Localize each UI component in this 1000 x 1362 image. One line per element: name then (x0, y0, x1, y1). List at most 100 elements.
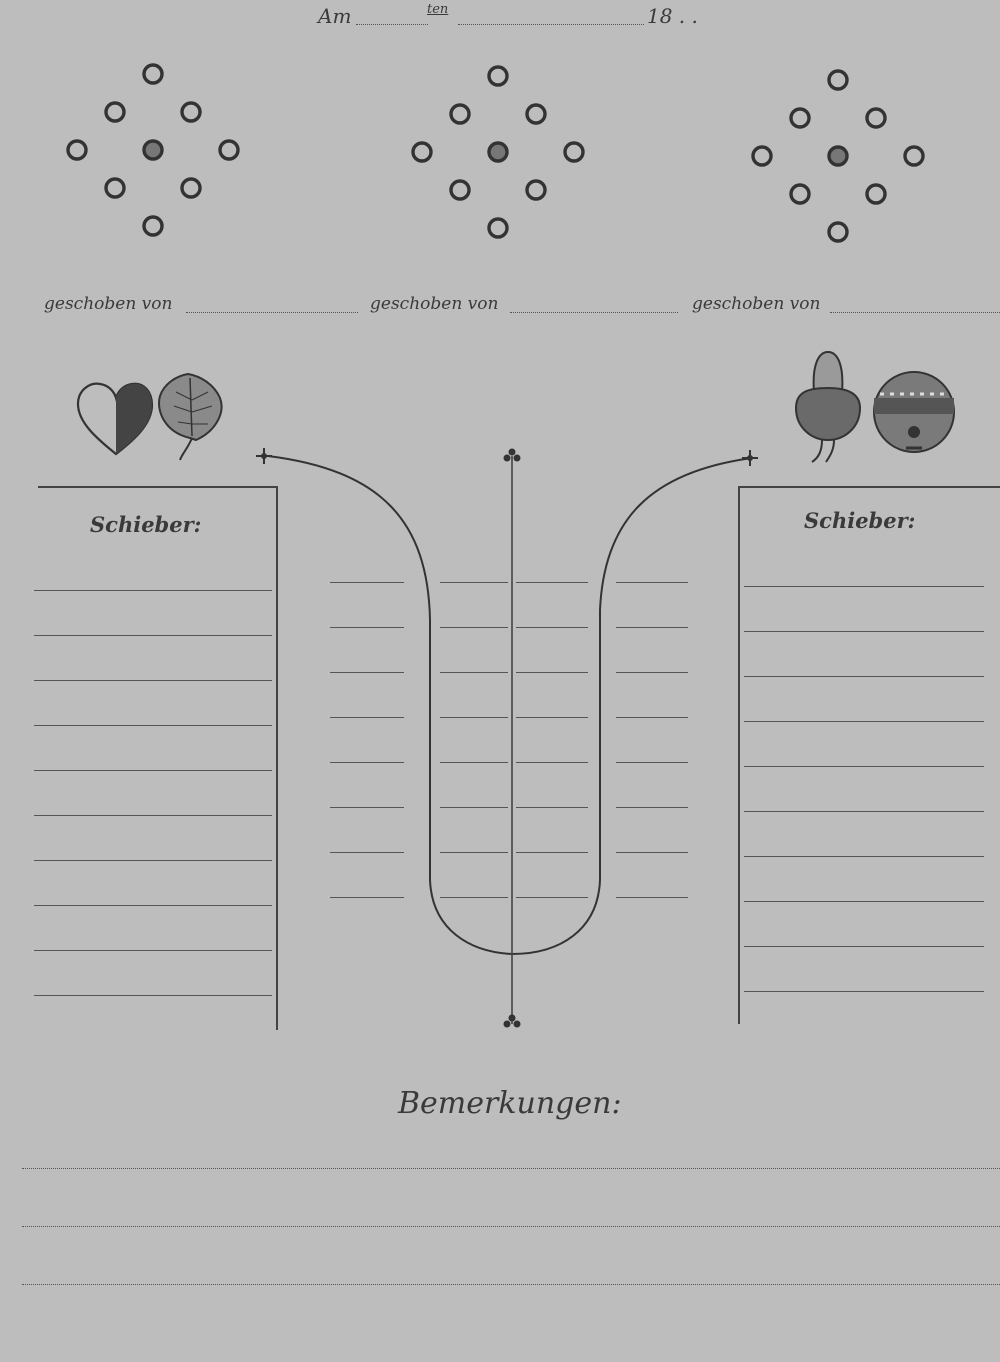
right-score-line[interactable] (744, 676, 984, 677)
center-inner-left-score-line[interactable] (440, 807, 508, 808)
top-left-arrow-icon (256, 448, 272, 464)
date-year-label: 18 . . (647, 4, 698, 28)
pin-circle-icon[interactable] (827, 145, 849, 167)
pin-circle-icon[interactable] (751, 145, 773, 167)
left-score-line[interactable] (34, 770, 272, 771)
left-score-line[interactable] (34, 725, 272, 726)
pin-circle-icon[interactable] (449, 179, 471, 201)
right-score-line[interactable] (744, 631, 984, 632)
pin-circle-icon[interactable] (449, 103, 471, 125)
left-score-line[interactable] (34, 635, 272, 636)
pin-circle-icon[interactable] (525, 103, 547, 125)
center-right-score-line[interactable] (616, 852, 688, 853)
pin-circle-icon[interactable] (104, 177, 126, 199)
pin-circle-icon[interactable] (487, 141, 509, 163)
right-score-line[interactable] (744, 766, 984, 767)
right-column-top-rule (740, 486, 1000, 488)
center-inner-left-score-line[interactable] (440, 762, 508, 763)
center-left-score-line[interactable] (330, 717, 404, 718)
pin-circle-icon[interactable] (865, 107, 887, 129)
right-score-line[interactable] (744, 991, 984, 992)
pin-circle-icon[interactable] (525, 179, 547, 201)
left-score-line[interactable] (34, 950, 272, 951)
pin-circle-icon[interactable] (563, 141, 585, 163)
center-right-score-line[interactable] (616, 807, 688, 808)
center-inner-right-score-line[interactable] (516, 762, 588, 763)
left-score-line[interactable] (34, 590, 272, 591)
remarks-line-2[interactable] (22, 1226, 1000, 1227)
pin-circle-icon[interactable] (104, 101, 126, 123)
center-left-score-line[interactable] (330, 897, 404, 898)
center-inner-right-score-line[interactable] (516, 852, 588, 853)
right-score-line[interactable] (744, 901, 984, 902)
pin-circle-icon[interactable] (180, 177, 202, 199)
center-right-score-line[interactable] (616, 717, 688, 718)
center-left-score-line[interactable] (330, 582, 404, 583)
pin-circle-icon[interactable] (142, 63, 164, 85)
pin-circle-icon[interactable] (487, 217, 509, 239)
pins-caption-1: geschoben von (44, 294, 173, 314)
pin-circle-icon[interactable] (180, 101, 202, 123)
pins-field-2[interactable] (510, 312, 678, 313)
remarks-line-3[interactable] (22, 1284, 1000, 1285)
left-column-top-rule (38, 486, 278, 488)
center-inner-right-score-line[interactable] (516, 897, 588, 898)
left-column-divider (276, 486, 278, 1030)
leaf-suit-icon (158, 372, 223, 461)
remarks-title: Bemerkungen: (398, 1086, 622, 1121)
left-score-line[interactable] (34, 815, 272, 816)
center-inner-right-score-line[interactable] (516, 672, 588, 673)
center-right-score-line[interactable] (616, 897, 688, 898)
center-inner-left-score-line[interactable] (440, 672, 508, 673)
right-column-title: Schieber: (804, 508, 916, 533)
right-score-line[interactable] (744, 721, 984, 722)
date-month-field[interactable] (458, 24, 644, 25)
top-center-clover-icon (503, 448, 521, 462)
center-right-score-line[interactable] (616, 582, 688, 583)
center-left-score-line[interactable] (330, 807, 404, 808)
center-left-score-line[interactable] (330, 852, 404, 853)
center-inner-right-score-line[interactable] (516, 582, 588, 583)
left-score-line[interactable] (34, 860, 272, 861)
center-left-score-line[interactable] (330, 627, 404, 628)
center-left-score-line[interactable] (330, 762, 404, 763)
remarks-line-1[interactable] (22, 1168, 1000, 1169)
pins-field-3[interactable] (830, 312, 1000, 313)
pin-circle-icon[interactable] (827, 69, 849, 91)
center-inner-left-score-line[interactable] (440, 897, 508, 898)
pin-circle-icon[interactable] (865, 183, 887, 205)
pin-circle-icon[interactable] (903, 145, 925, 167)
pin-circle-icon[interactable] (218, 139, 240, 161)
center-inner-left-score-line[interactable] (440, 627, 508, 628)
center-inner-left-score-line[interactable] (440, 582, 508, 583)
pin-circle-icon[interactable] (487, 65, 509, 87)
left-score-line[interactable] (34, 995, 272, 996)
left-score-line[interactable] (34, 905, 272, 906)
right-score-line[interactable] (744, 946, 984, 947)
center-inner-right-score-line[interactable] (516, 627, 588, 628)
pin-circle-icon[interactable] (411, 141, 433, 163)
pin-circle-icon[interactable] (142, 215, 164, 237)
right-score-line[interactable] (744, 856, 984, 857)
pin-circle-icon[interactable] (66, 139, 88, 161)
center-right-score-line[interactable] (616, 762, 688, 763)
center-inner-left-score-line[interactable] (440, 717, 508, 718)
pin-circle-icon[interactable] (789, 183, 811, 205)
date-day-field[interactable] (356, 24, 428, 25)
center-inner-right-score-line[interactable] (516, 717, 588, 718)
top-right-arrow-icon (742, 450, 758, 466)
pin-circle-icon[interactable] (827, 221, 849, 243)
pins-field-1[interactable] (186, 312, 358, 313)
center-inner-left-score-line[interactable] (440, 852, 508, 853)
pin-circle-icon[interactable] (789, 107, 811, 129)
center-inner-right-score-line[interactable] (516, 807, 588, 808)
right-score-line[interactable] (744, 811, 984, 812)
center-right-score-line[interactable] (616, 672, 688, 673)
pin-circle-icon[interactable] (142, 139, 164, 161)
center-right-score-line[interactable] (616, 627, 688, 628)
left-score-line[interactable] (34, 680, 272, 681)
right-score-line[interactable] (744, 586, 984, 587)
center-left-score-line[interactable] (330, 672, 404, 673)
